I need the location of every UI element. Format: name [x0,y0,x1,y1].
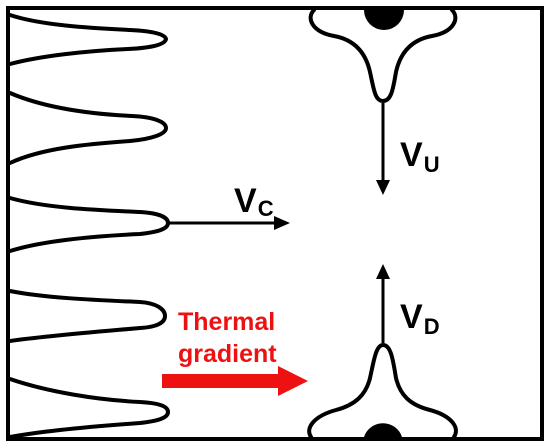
vu-label: VU [400,136,440,177]
finger-5 [8,377,170,439]
columnar-fingers [8,13,170,439]
thermal-gradient-arrow-head [278,366,308,396]
thermal-gradient-annotation: Thermal gradient [162,308,308,396]
lower-seed-dot [364,423,402,437]
finger-4 [8,289,167,343]
diagram-frame [6,6,544,441]
lower-interface [307,343,458,439]
finger-3 [8,196,170,253]
vc-label: VC [234,182,274,221]
thermal-gradient-label-line1: Thermal [178,308,275,336]
vc-arrow [168,216,290,230]
finger-1 [8,13,168,66]
finger-2 [8,91,168,165]
thermal-gradient-arrow-shaft [162,374,280,388]
vd-arrow [376,264,390,343]
vu-arrow [376,103,390,195]
vd-label: VD [400,298,440,339]
upper-seed-dot [364,10,404,30]
thermal-gradient-label-line2: gradient [178,340,277,368]
lower-interface-outline [307,343,458,439]
upper-interface-outline [308,8,458,103]
upper-interface [308,8,458,103]
